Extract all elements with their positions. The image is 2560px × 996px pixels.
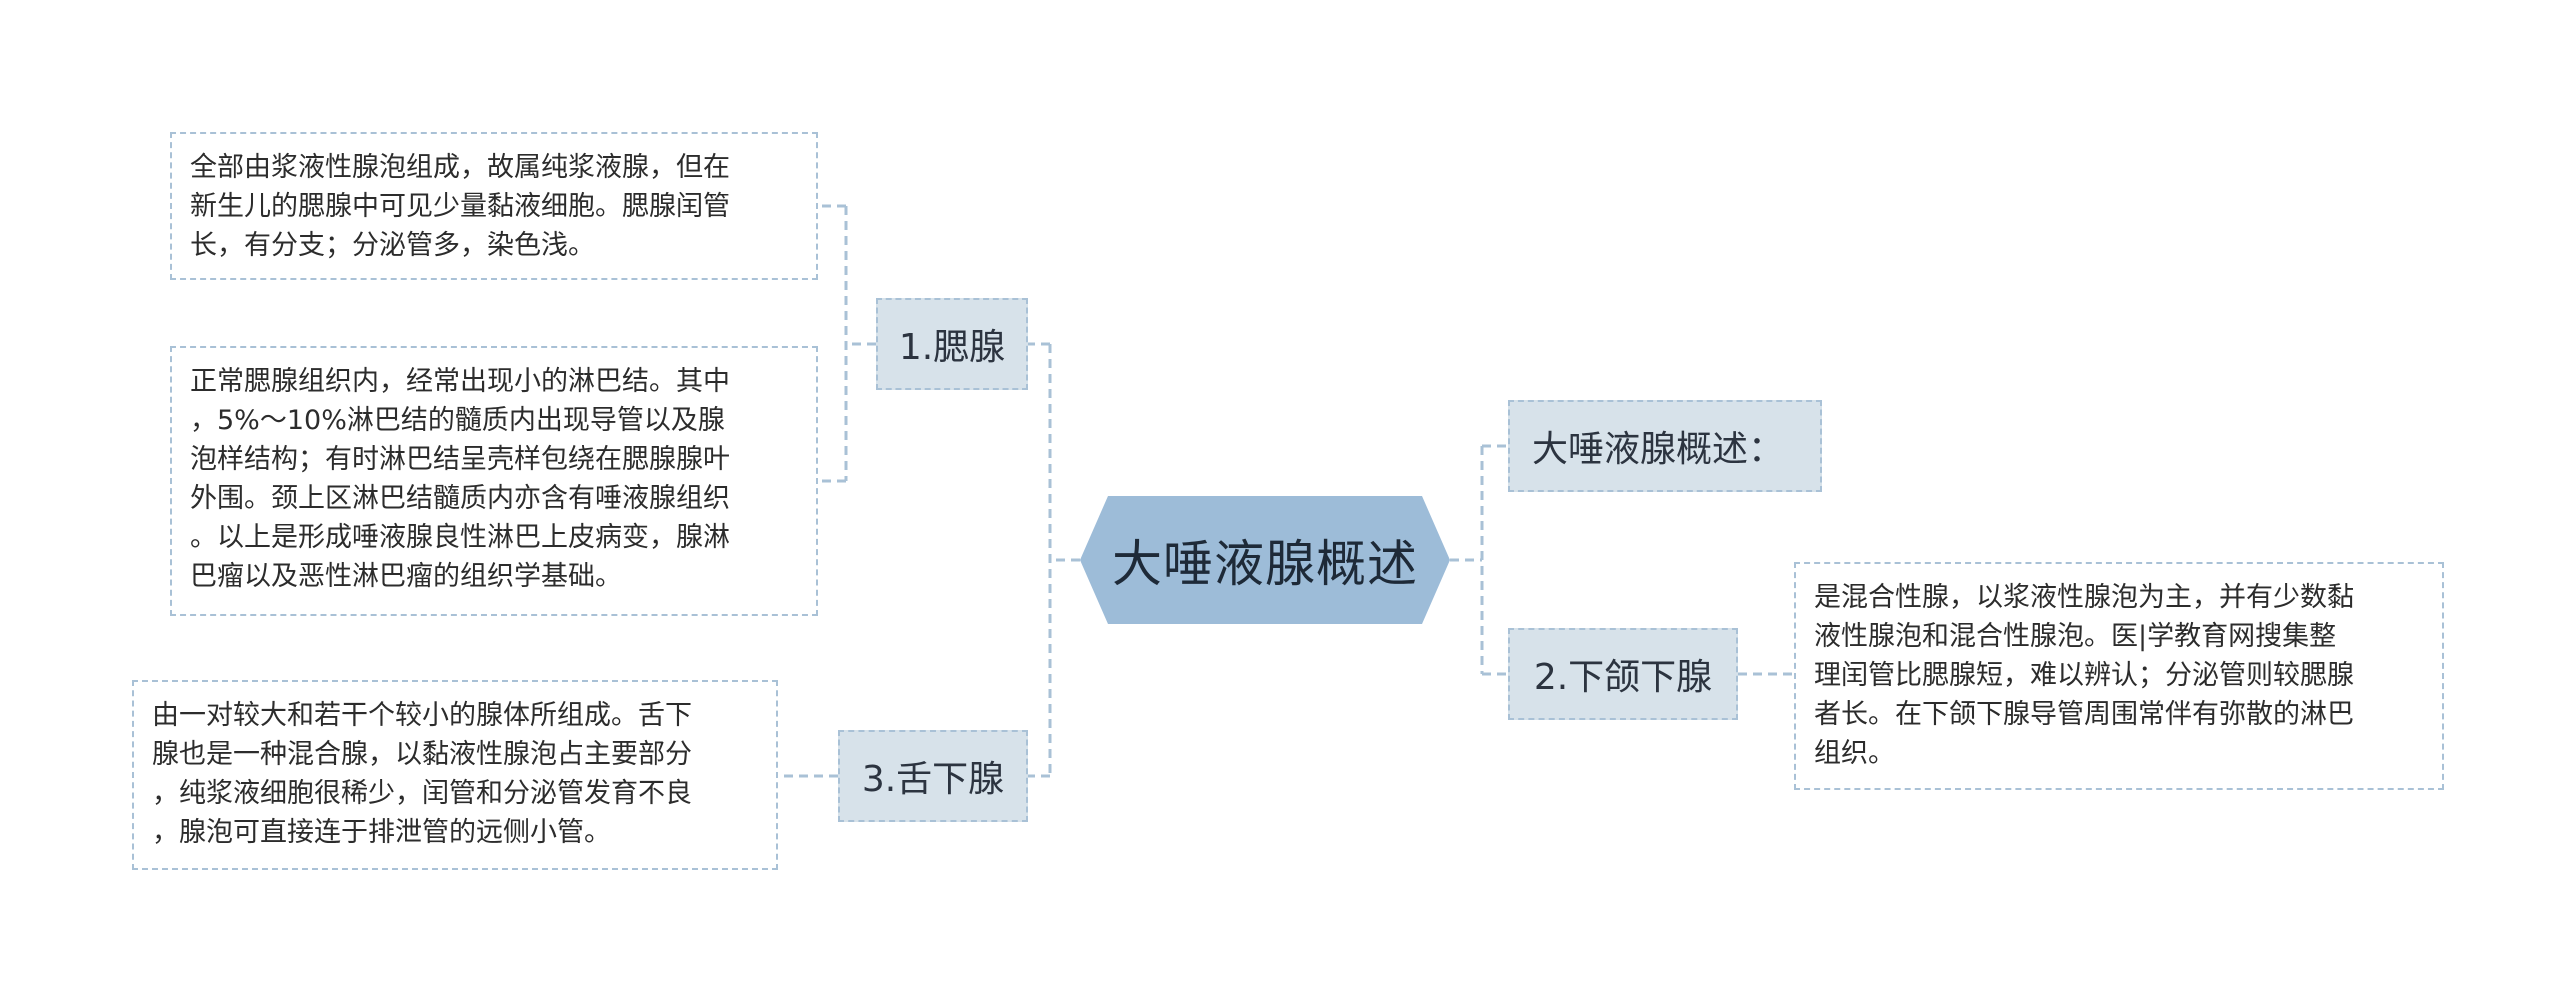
branch-sublingual[interactable]: 3.舌下腺 [838,730,1028,822]
branch-sublingual-label: 3.舌下腺 [861,759,1005,800]
branch-submandibular[interactable]: 2.下颌下腺 [1508,628,1738,720]
branch-overview[interactable]: 大唾液腺概述： [1508,400,1822,492]
branch-parotid-label: 1.腮腺 [898,327,1006,368]
root-hexagon-shape [1080,496,1450,624]
branch-submandibular-label: 2.下颌下腺 [1533,657,1713,698]
leaf-submandibular-description[interactable]: 是混合性腺，以浆液性腺泡为主，并有少数黏 液性腺泡和混合性腺泡。医|学教育网搜集… [1794,562,2444,790]
leaf-sublingual-description[interactable]: 由一对较大和若干个较小的腺体所组成。舌下 腺也是一种混合腺，以黏液性腺泡占主要部… [132,680,778,870]
root-title: 大唾液腺概述 [1112,535,1418,593]
branch-parotid[interactable]: 1.腮腺 [876,298,1028,390]
leaf-parotid-composition[interactable]: 全部由浆液性腺泡组成，故属纯浆液腺，但在 新生儿的腮腺中可见少量黏液细胞。腮腺闰… [170,132,818,280]
root-node[interactable]: 大唾液腺概述 [1080,496,1450,624]
leaf-parotid-lymph-nodes[interactable]: 正常腮腺组织内，经常出现小的淋巴结。其中 ，5%～10%淋巴结的髓质内出现导管以… [170,346,818,616]
branch-overview-label: 大唾液腺概述： [1532,429,1785,470]
